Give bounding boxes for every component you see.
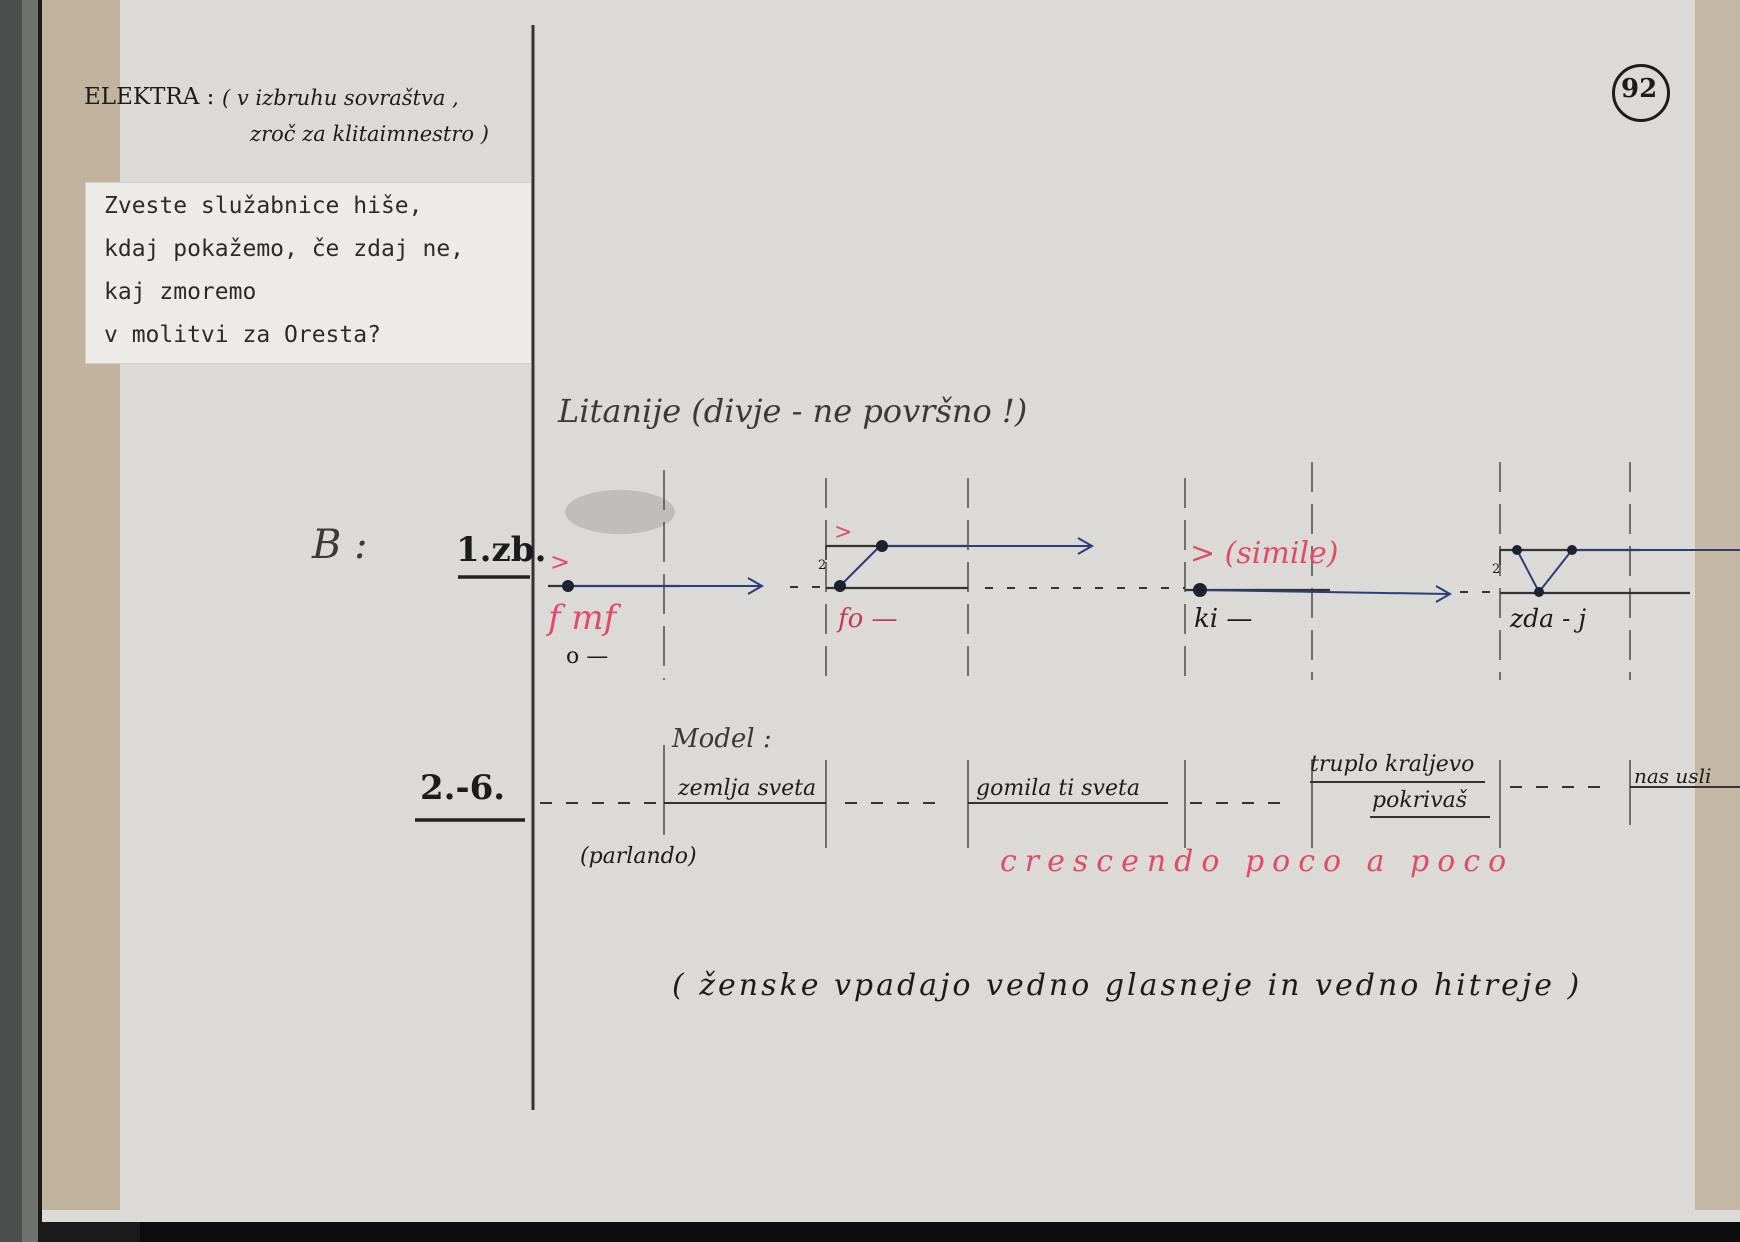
label-underlines: [415, 575, 530, 822]
scanner-edge: [22, 0, 38, 1242]
note-dots: [562, 540, 1577, 597]
paper-stain-right: [1695, 0, 1740, 1210]
syllable-o: o —: [566, 644, 609, 669]
count-number-2: 2: [1492, 562, 1501, 577]
lyrics-line-1: Zveste služabnice hiše,: [104, 193, 423, 219]
text-nas-usli: nas usli: [1634, 764, 1712, 788]
text-zemlja-sveta: zemlja sveta: [678, 776, 817, 801]
text-pokrivas: pokrivaš: [1372, 788, 1468, 813]
scanner-bottom: [140, 1222, 1740, 1242]
parlando-mark: (parlando): [580, 844, 697, 869]
syllable-ki: ki —: [1194, 604, 1253, 634]
text-truplo-kraljevo: truplo kraljevo: [1310, 752, 1475, 777]
lyrics-line-3: kaj zmoremo: [104, 279, 257, 305]
count-brackets: [825, 545, 1508, 565]
dynamics-mark: f mf: [548, 598, 617, 638]
accent-mark-2: >: [834, 520, 853, 545]
smudge: [565, 490, 675, 534]
stage-direction-line-2: zroč za klitaimnestro ): [250, 122, 489, 146]
performance-note: ( ženske vpadajo vedno glasneje in vedno…: [672, 968, 1583, 1003]
row1-dashes: [790, 586, 1500, 593]
lyrics-line-2: kdaj pokažemo, če zdaj ne,: [104, 236, 465, 262]
blue-arrows: [568, 537, 1740, 603]
page-number-circle: [1612, 64, 1670, 122]
typed-lyrics-note: Zveste služabnice hiše, kdaj pokažemo, č…: [85, 182, 532, 364]
row2-dashes: [540, 786, 1600, 804]
voice-label: B :: [312, 522, 368, 568]
barlines: [663, 462, 1631, 848]
speaker-name: ELEKTRA :: [84, 84, 215, 110]
model-label: Model :: [672, 724, 772, 754]
section-heading: Litanije (divje - ne površno !): [558, 392, 1028, 430]
syllable-fo: fo —: [838, 604, 898, 634]
page-number: 92: [1621, 74, 1658, 104]
row1-label: 1.zb.: [456, 530, 547, 570]
row2-label: 2.-6.: [420, 768, 506, 808]
stage-direction-line-1: ( v izbruhu sovraštva ,: [222, 86, 459, 110]
text-gomila-ti-sveta: gomila ti sveta: [976, 776, 1140, 801]
crescendo-mark: crescendo poco a poco: [1000, 844, 1515, 879]
simile-mark: > (simile): [1190, 536, 1339, 571]
row2-underlines: [664, 781, 1740, 818]
accent-mark-1: >: [550, 548, 571, 576]
count-number-1: 2: [818, 558, 827, 573]
syllable-zdaj: zda - j: [1510, 604, 1587, 633]
lyrics-line-4: v molitvi za Oresta?: [104, 322, 381, 348]
